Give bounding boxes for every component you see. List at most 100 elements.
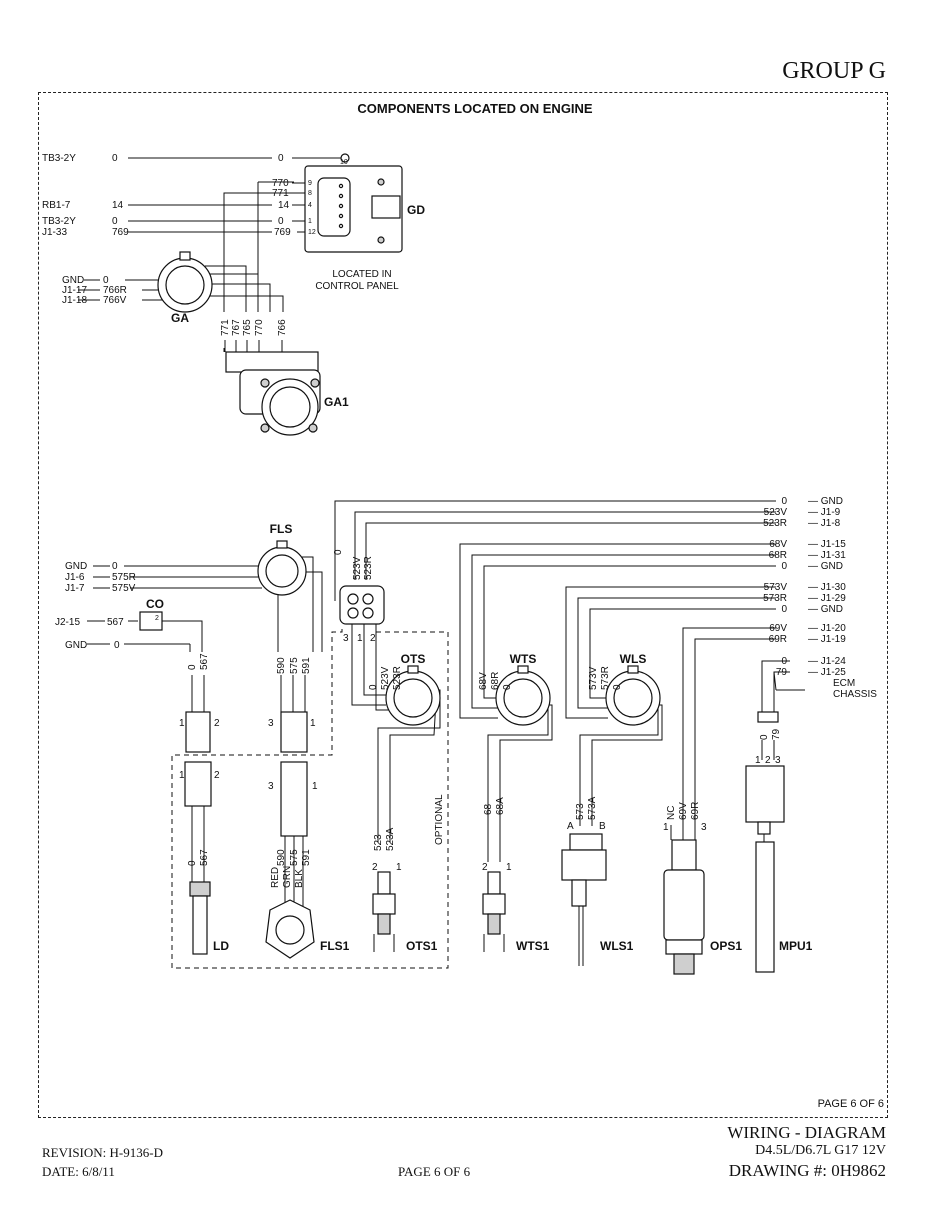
right-ref-label: — J1-25 [808, 667, 846, 678]
wire [761, 660, 790, 700]
right-wire-label: 79 [776, 667, 788, 678]
optional-boundary [171, 629, 449, 969]
ga1-wire-label: 767 [231, 319, 242, 336]
gd-pin-wire-label: 0 [278, 153, 284, 164]
wts-connector-face [503, 678, 543, 718]
ga-connector-face [165, 265, 205, 305]
ld-pin-number: 2 [214, 770, 220, 781]
gnd-wire-label: 0 [114, 640, 120, 651]
fls-wire-label: 590 [276, 849, 287, 866]
gd-wire-label: 769 [112, 227, 129, 238]
wts-wire-label: 68R [490, 672, 501, 690]
wls-component-label: WLS [620, 652, 647, 666]
gd-latch [371, 195, 401, 219]
ecm-label: ECM [833, 678, 855, 689]
fls-pin-number: 1 [310, 718, 316, 729]
wire [205, 265, 247, 312]
ga1-wire-label: 770 [254, 319, 265, 336]
revision: REVISION: H-9136-D [42, 1145, 163, 1160]
title-block-drawing-number: DRAWING #: 0H9862 [728, 1161, 886, 1180]
gd-plug [317, 177, 351, 237]
group-title: GROUP G [782, 58, 886, 84]
right-wire-label: 573V [764, 582, 788, 593]
mpu1-pin-number: 1 [755, 755, 761, 766]
fls-connector-face [265, 554, 299, 588]
right-ref-label: — GND [808, 496, 843, 507]
gd-wire-label: 0 [112, 153, 118, 164]
wire [471, 656, 500, 709]
right-wire-label: 69V [769, 623, 787, 634]
ots-connector-face [393, 678, 433, 718]
wire [389, 699, 437, 842]
wire [354, 511, 776, 580]
wire [483, 565, 776, 656]
co-pin-number: 2 [155, 615, 159, 622]
right-ref-label: — J1-19 [808, 634, 846, 645]
wire [162, 620, 203, 652]
fls-ref-label: J1-7 [65, 583, 85, 594]
gd-pin [338, 193, 344, 199]
fls-component-label: FLS [270, 522, 293, 536]
gd-pin-number: 4 [308, 202, 312, 209]
ld-connector-lower [184, 761, 212, 807]
located-note-line1: LOCATED IN [332, 269, 391, 280]
ga1-bolt [310, 378, 320, 388]
right-wire-label: 0 [781, 656, 787, 667]
ld-pin-number: 1 [179, 718, 185, 729]
ga-wire-label: 0 [103, 275, 109, 286]
gd-ref-label: RB1-7 [42, 200, 71, 211]
ops1-thread [673, 953, 695, 975]
wire [577, 597, 776, 656]
right-ref-label: — J1-30 [808, 582, 846, 593]
ots1-probe [377, 913, 391, 935]
right-ref-label: — J1-20 [808, 623, 846, 634]
wts1-wire-label: 68A [495, 797, 506, 815]
fls-pin-number: 3 [268, 718, 274, 729]
gd-pin-wire-label: 0 [278, 216, 284, 227]
wire [682, 627, 776, 820]
right-wire-label: 69R [769, 634, 787, 645]
right-wire-label: 68V [769, 539, 787, 550]
gd-ref-label: TB3-2Y [42, 153, 76, 164]
title-block-model: D4.5L/D6.7L G17 12V [755, 1143, 886, 1158]
gd-wire-label: 14 [112, 200, 124, 211]
ld-wire-label: 567 [199, 849, 210, 866]
wire [591, 704, 663, 826]
wts-wire-label: 0 [502, 684, 513, 690]
ots-connector-pin [362, 607, 374, 619]
ots-key [407, 665, 419, 674]
wire [195, 295, 284, 312]
co-ref-label: J2-15 [55, 617, 80, 628]
fls-wire-label: 591 [301, 657, 312, 674]
wls1-component-label: WLS1 [600, 939, 634, 953]
fls1-sensor-center [275, 915, 305, 945]
ecm-label: CHASSIS [833, 689, 877, 700]
ots1-component-label: OTS1 [406, 939, 438, 953]
wls-wire-label: 573V [588, 666, 599, 690]
gd-pin [338, 203, 344, 209]
gd-pin-number: 1 [308, 218, 312, 225]
ld-wire-label: 0 [187, 664, 198, 670]
ld-sensor-probe [192, 895, 208, 955]
located-note-line2: CONTROL PANEL [315, 281, 399, 292]
wire [499, 704, 553, 862]
fls-color-label: GRN [282, 866, 293, 888]
right-wire-label: 0 [781, 496, 787, 507]
wire [351, 655, 386, 706]
right-wire-label: 0 [781, 604, 787, 615]
mpu1-wire-label: 0 [759, 734, 770, 740]
fls-wire-label: 575V [112, 583, 136, 594]
ga1-bolt [260, 423, 270, 433]
fls-wire-label: 590 [276, 657, 287, 674]
wts-key [517, 665, 529, 674]
wts-wire-label: 68V [478, 672, 489, 690]
fls-pin-number: 3 [268, 781, 274, 792]
wls-key [627, 665, 639, 674]
ga-ref-label: GND [62, 275, 84, 286]
wts1-component-label: WTS1 [516, 939, 550, 953]
drawing-frame [38, 92, 888, 1118]
ots-connector-pin [347, 607, 359, 619]
co-wire-label: 567 [107, 617, 124, 628]
wire [300, 571, 323, 652]
ga1-wire-label: 771 [220, 319, 231, 336]
